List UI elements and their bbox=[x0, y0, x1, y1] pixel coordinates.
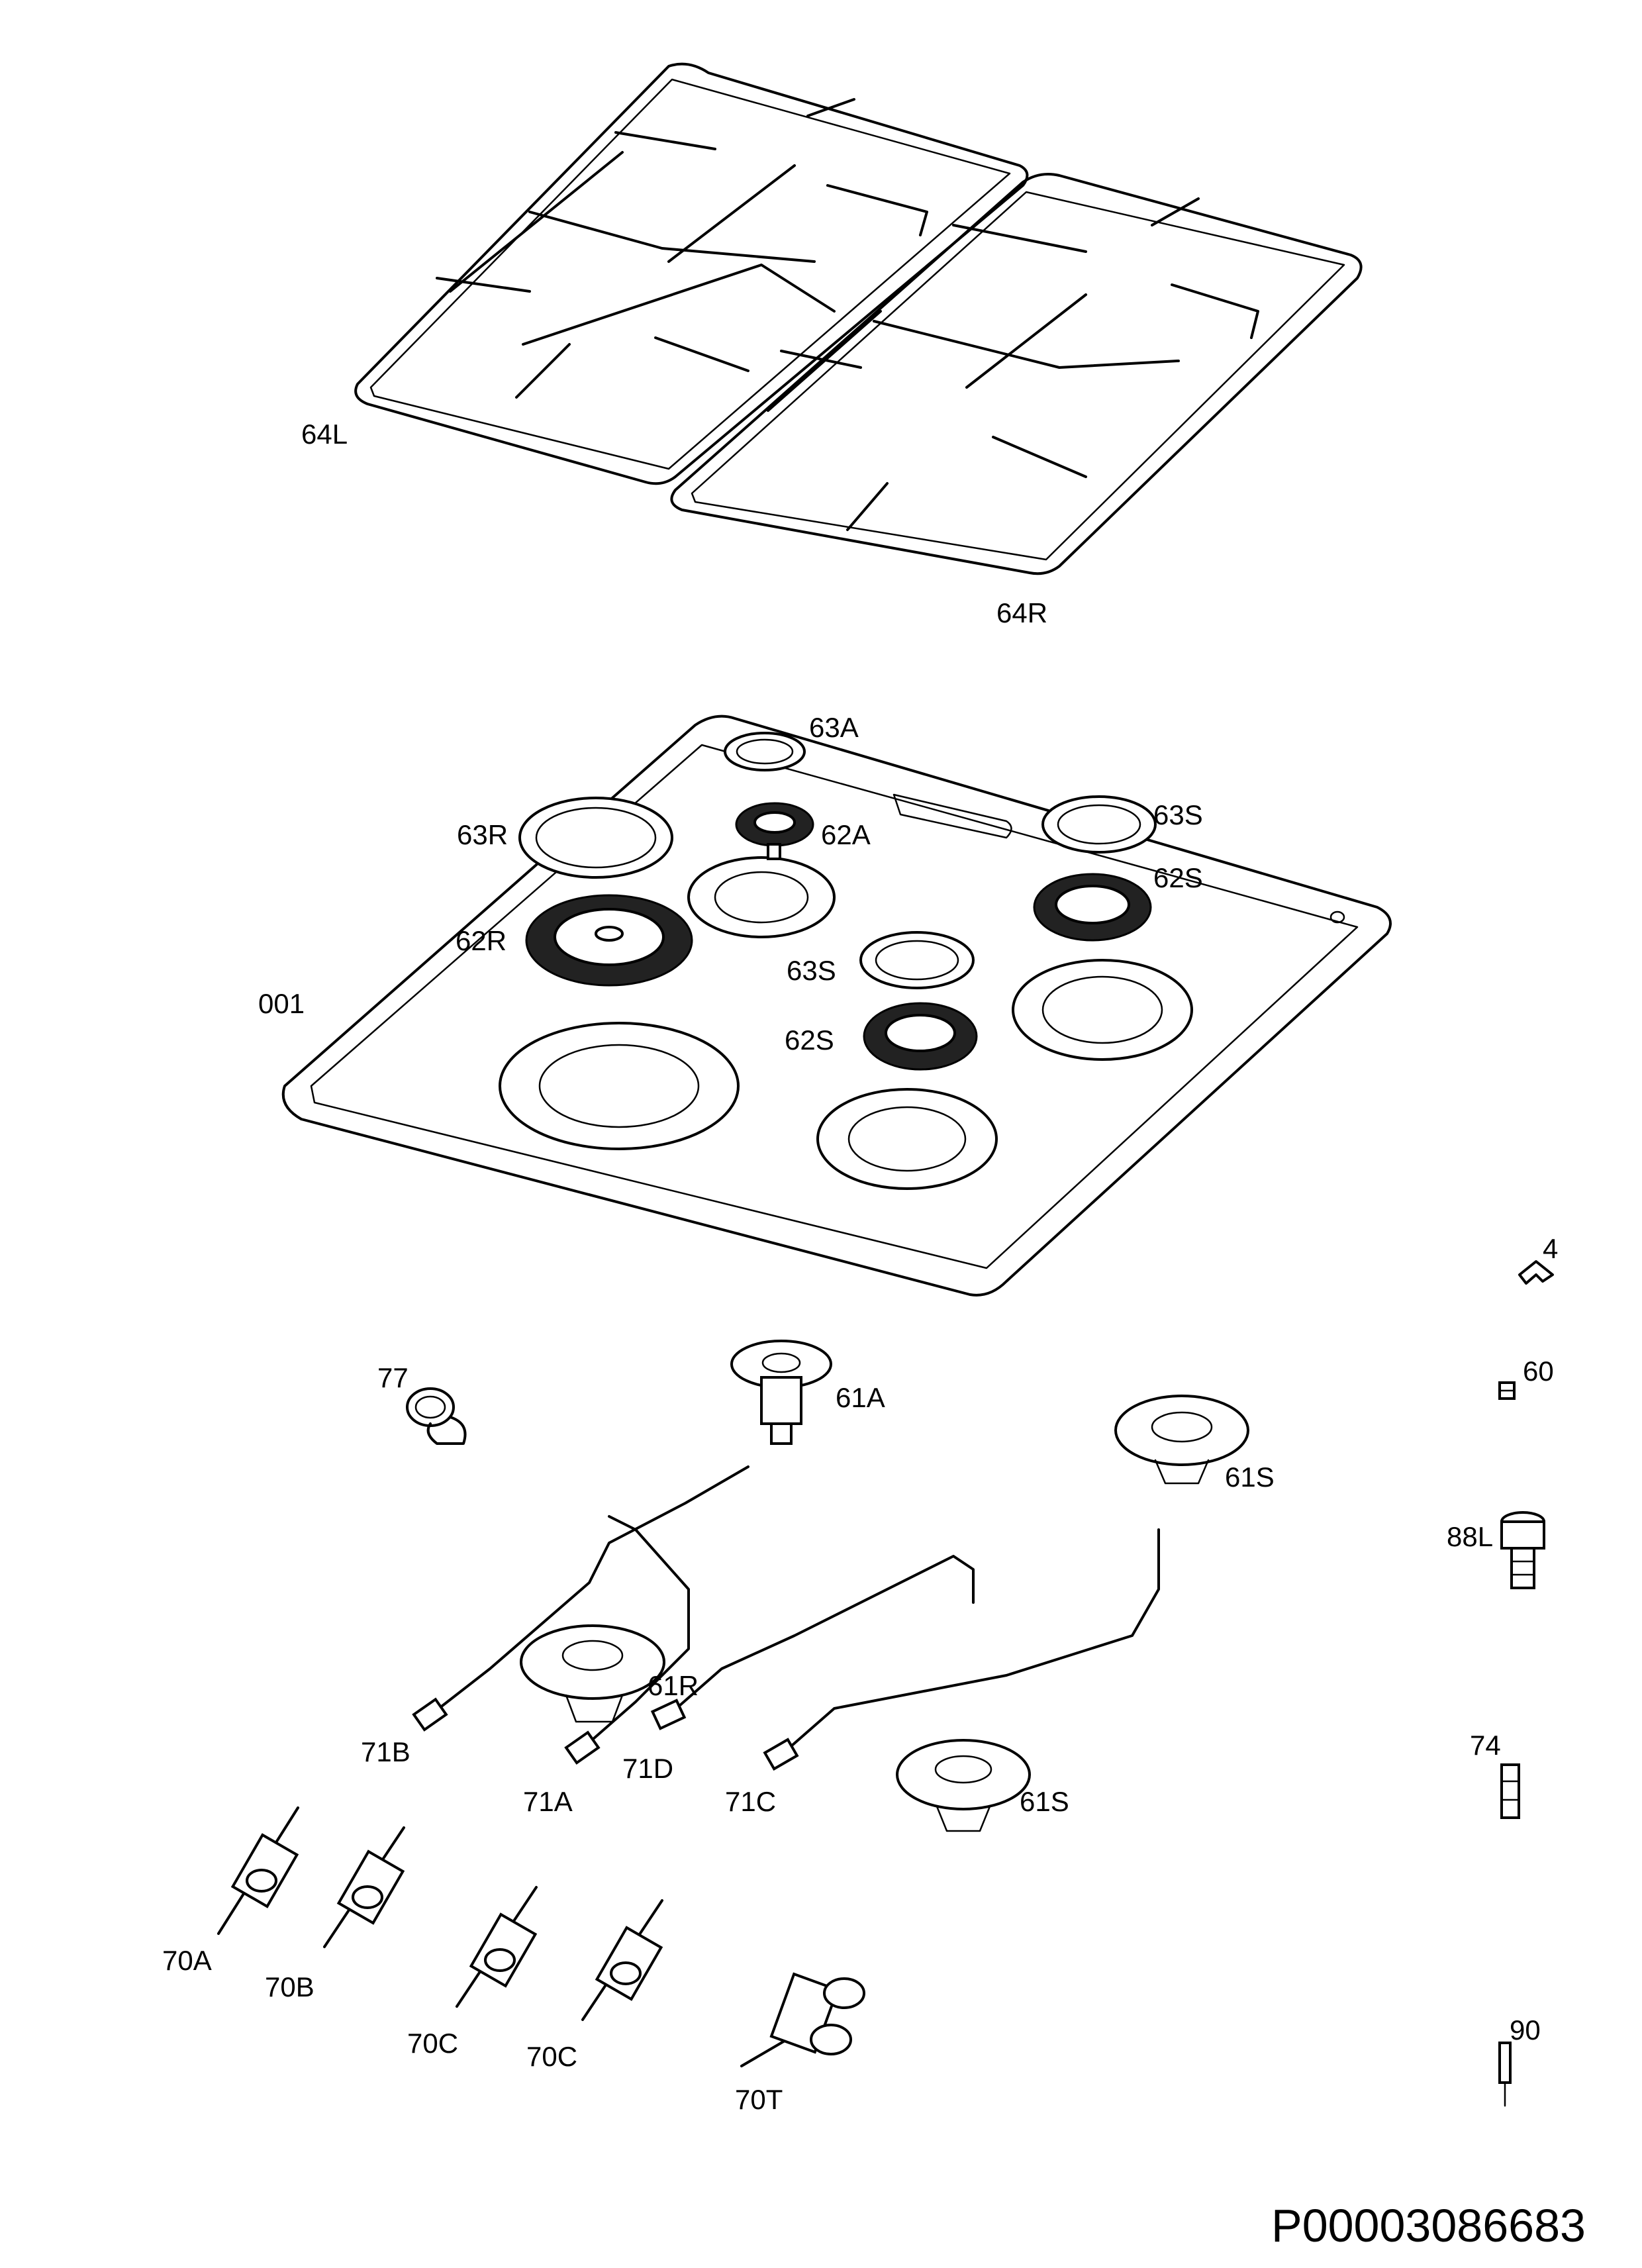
thermocouple-part bbox=[1498, 2042, 1512, 2107]
label-61S-front: 61S bbox=[1020, 1786, 1069, 1817]
gas-pipe-71B bbox=[412, 1465, 749, 1732]
label-63S-rear: 63S bbox=[1153, 799, 1203, 830]
connector-part bbox=[1500, 1511, 1545, 1589]
gas-tap-70C-2 bbox=[581, 1899, 663, 2021]
label-61A: 61A bbox=[836, 1382, 885, 1413]
gas-tap-70B bbox=[323, 1826, 405, 1948]
label-70T: 70T bbox=[735, 2084, 783, 2115]
label-77: 77 bbox=[377, 1362, 409, 1393]
label-62A: 62A bbox=[821, 819, 871, 850]
screw-part bbox=[1518, 1260, 1554, 1285]
label-70A: 70A bbox=[162, 1945, 212, 1976]
label-70B: 70B bbox=[265, 1971, 314, 2002]
gas-tap-70T bbox=[740, 1972, 865, 2067]
pan-support-right bbox=[670, 173, 1363, 575]
burner-cap-semi-rear bbox=[1041, 795, 1157, 854]
label-90: 90 bbox=[1510, 2014, 1541, 2046]
gas-pipe-71C bbox=[763, 1528, 1160, 1771]
burner-crown-rapid bbox=[525, 894, 693, 987]
burner-cap-aux bbox=[724, 732, 806, 771]
burner-cap-semi-front bbox=[859, 931, 975, 989]
label-70C-2: 70C bbox=[526, 2041, 577, 2072]
elbow-part bbox=[406, 1387, 467, 1445]
gas-pipe-71A bbox=[564, 1515, 690, 1765]
gas-tap-70A bbox=[217, 1806, 299, 1935]
document-id: P00003086683 bbox=[1271, 2200, 1586, 2251]
hob-top-panel bbox=[281, 715, 1392, 1297]
pan-support-left bbox=[354, 62, 1029, 485]
label-64L: 64L bbox=[301, 419, 348, 450]
label-001: 001 bbox=[258, 988, 305, 1019]
gas-pipe-71D bbox=[650, 1555, 975, 1730]
label-63R: 63R bbox=[457, 819, 508, 850]
label-61S-rear: 61S bbox=[1225, 1461, 1275, 1493]
label-63A: 63A bbox=[809, 712, 859, 743]
label-62S-front: 62S bbox=[785, 1024, 834, 1056]
label-71B: 71B bbox=[361, 1736, 410, 1767]
nut-part bbox=[1498, 1381, 1516, 1400]
label-70C-1: 70C bbox=[407, 2028, 458, 2059]
label-62S-rear: 62S bbox=[1153, 862, 1203, 893]
burner-crown-aux bbox=[735, 802, 814, 860]
label-64R: 64R bbox=[996, 597, 1047, 628]
injector-part bbox=[1500, 1763, 1520, 1819]
burner-crown-semi-front bbox=[863, 1002, 978, 1071]
label-4: 4 bbox=[1543, 1233, 1558, 1264]
burner-crown-semi-rear bbox=[1033, 873, 1152, 942]
label-71A: 71A bbox=[523, 1786, 573, 1817]
burner-body-aux bbox=[730, 1340, 832, 1445]
burner-body-semi-front bbox=[896, 1739, 1031, 1832]
burner-cap-rapid bbox=[518, 797, 673, 879]
label-74: 74 bbox=[1470, 1730, 1501, 1761]
label-63S-front: 63S bbox=[787, 955, 836, 986]
label-60: 60 bbox=[1523, 1356, 1554, 1387]
gas-tap-70C-1 bbox=[456, 1886, 538, 2008]
label-71C: 71C bbox=[725, 1786, 776, 1817]
label-71D: 71D bbox=[622, 1753, 673, 1784]
label-62R: 62R bbox=[456, 925, 507, 956]
burner-body-semi-rear bbox=[1114, 1395, 1249, 1485]
label-88L: 88L bbox=[1447, 1521, 1493, 1552]
burner-body-rapid bbox=[520, 1624, 665, 1723]
